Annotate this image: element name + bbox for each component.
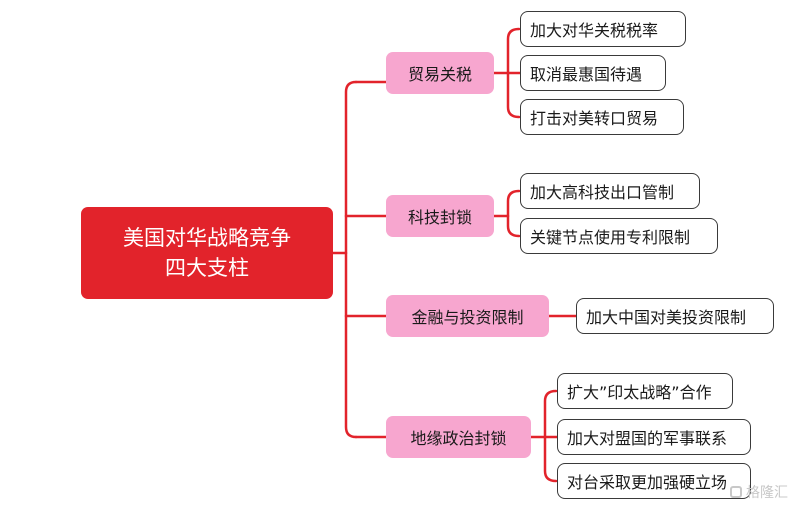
leaf-tech-2: 关键节点使用专利限制 bbox=[520, 218, 718, 254]
leaf-finance-1: 加大中国对美投资限制 bbox=[576, 298, 774, 334]
leaf-tech-1: 加大高科技出口管制 bbox=[520, 173, 700, 209]
watermark-text: 格隆汇 bbox=[746, 485, 788, 501]
root-node: 美国对华战略竞争 四大支柱 bbox=[81, 207, 333, 299]
leaf-label: 扩大”印太战略”合作 bbox=[567, 383, 712, 402]
leaf-label: 打击对美转口贸易 bbox=[530, 109, 659, 128]
branch-label: 贸易关税 bbox=[407, 65, 472, 84]
leaf-geo-2: 加大对盟国的军事联系 bbox=[557, 419, 751, 455]
leaf-geo-3: 对台采取更加强硬立场 bbox=[557, 463, 751, 499]
root-title-line1: 美国对华战略竞争 bbox=[123, 226, 291, 250]
leaf-label: 关键节点使用专利限制 bbox=[530, 228, 691, 247]
branch-tech-blockade: 科技封锁 bbox=[386, 195, 494, 237]
leaf-label: 加大高科技出口管制 bbox=[530, 183, 675, 202]
leaf-trade-2: 取消最惠国待遇 bbox=[520, 55, 666, 91]
connector-tech-vertical bbox=[506, 189, 521, 238]
watermark: 格隆汇 bbox=[730, 481, 809, 503]
leaf-label: 加大对盟国的军事联系 bbox=[567, 429, 728, 448]
leaf-geo-1: 扩大”印太战略”合作 bbox=[557, 373, 733, 409]
root-title-line2: 四大支柱 bbox=[165, 256, 249, 280]
leaf-label: 取消最惠国待遇 bbox=[530, 65, 643, 84]
connector-trunk bbox=[344, 80, 358, 439]
branch-finance-investment: 金融与投资限制 bbox=[386, 295, 549, 337]
watermark-logo-icon bbox=[730, 486, 742, 498]
branch-trade-tariffs: 贸易关税 bbox=[386, 52, 494, 94]
leaf-trade-1: 加大对华关税税率 bbox=[520, 11, 686, 47]
leaf-label: 加大中国对美投资限制 bbox=[586, 308, 747, 327]
branch-label: 地缘政治封锁 bbox=[410, 429, 507, 448]
branch-label: 科技封锁 bbox=[407, 208, 472, 227]
branch-label: 金融与投资限制 bbox=[411, 308, 524, 327]
leaf-label: 加大对华关税税率 bbox=[530, 21, 659, 40]
leaf-trade-3: 打击对美转口贸易 bbox=[520, 99, 684, 135]
branch-geopolitical: 地缘政治封锁 bbox=[386, 416, 531, 458]
leaf-label: 对台采取更加强硬立场 bbox=[567, 473, 728, 492]
